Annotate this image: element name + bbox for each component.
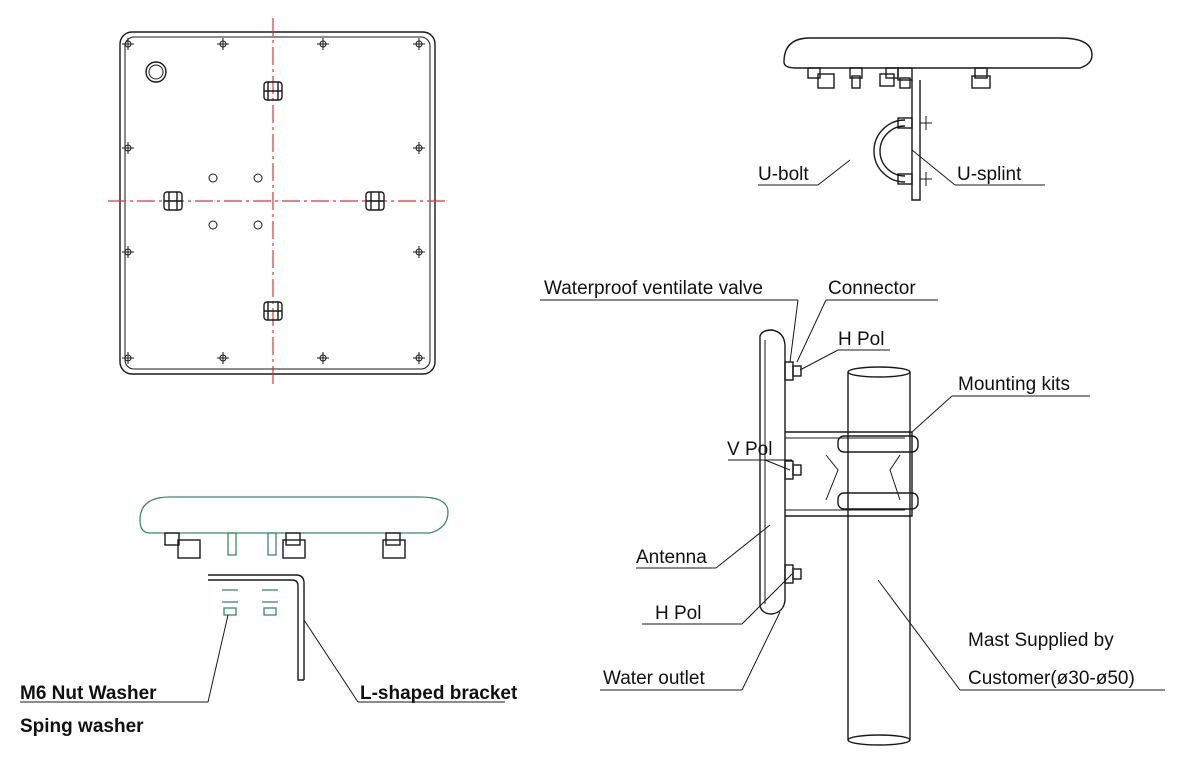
m6-nut-washer-label: M6 Nut Washer (20, 683, 157, 704)
antenna-label: Antenna (636, 547, 707, 568)
water-outlet-label: Water outlet (603, 668, 705, 689)
mast-diameter-label: Customer(ø30-ø50) (968, 668, 1135, 689)
v-pol-label: V Pol (727, 439, 772, 460)
h-pol-bottom-label: H Pol (655, 603, 701, 624)
u-bolt-side-view (758, 37, 1093, 201)
h-pol-top-label: H Pol (838, 329, 884, 350)
sping-washer-label: Sping washer (20, 716, 144, 737)
mast-supplied-label: Mast Supplied by (968, 630, 1114, 651)
antenna-front-view (108, 18, 445, 388)
u-splint-label: U-splint (957, 164, 1022, 185)
waterproof-valve-label: Waterproof ventilate valve (544, 278, 763, 299)
mounted-assembly-view (540, 299, 1165, 746)
connector-label: Connector (828, 278, 916, 299)
l-bracket-side-view (20, 496, 505, 703)
mounting-kits-label: Mounting kits (958, 374, 1070, 395)
l-shaped-bracket-label: L-shaped bracket (360, 683, 518, 704)
u-bolt-label: U-bolt (758, 164, 809, 185)
